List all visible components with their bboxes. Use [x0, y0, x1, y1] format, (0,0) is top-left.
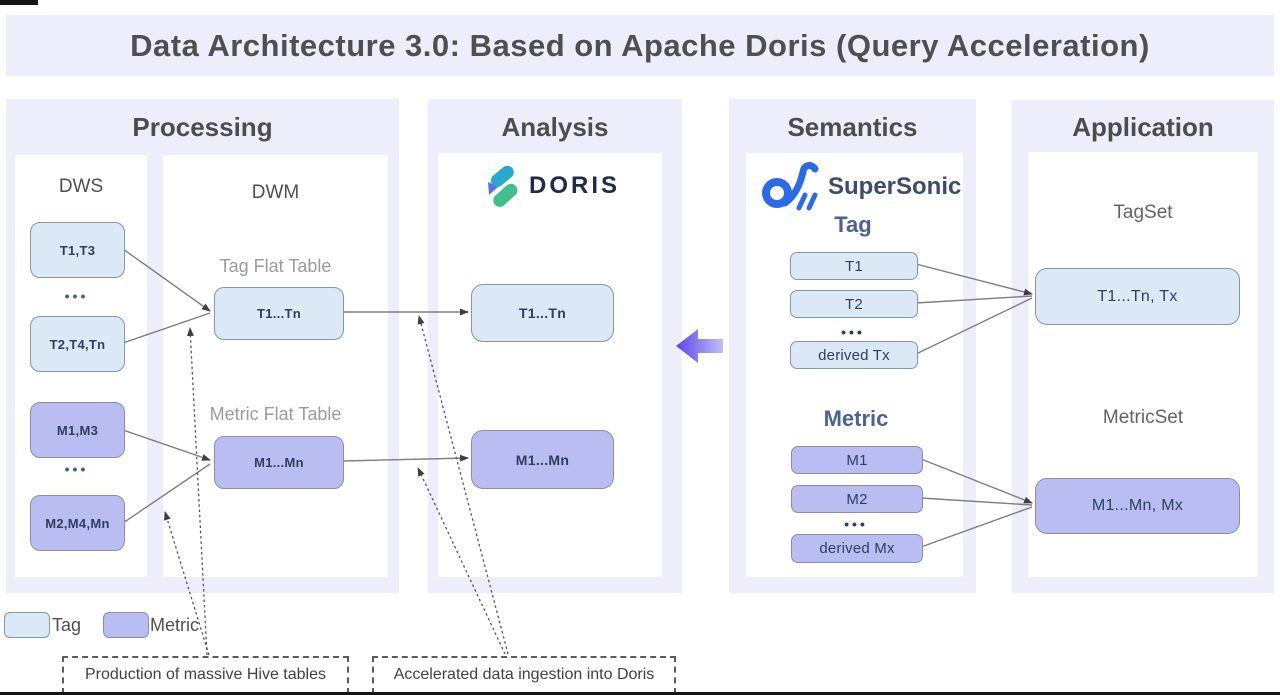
- legend-tag-label: Tag: [52, 615, 82, 635]
- semantics-tag-item-1: T1: [790, 252, 918, 280]
- semantics-tag-item-2: T2: [790, 290, 918, 318]
- dws-tag-box-1: T1,T3: [30, 222, 125, 278]
- tag-flat-table-label: Tag Flat Table: [219, 256, 332, 276]
- hive-note-arrow-to-tag-junction: [186, 327, 208, 656]
- tagset-label: TagSet: [1113, 202, 1173, 223]
- semantics-tag-label: Tag: [834, 212, 872, 237]
- semantics-metric-ellipsis: •••: [844, 516, 868, 532]
- t1-to-tagset-line: [915, 263, 1033, 296]
- application-header: Application: [1072, 112, 1214, 142]
- dws-t1-to-tagflat-line: [122, 248, 211, 312]
- top-left-edge-mark: [0, 0, 38, 5]
- semantics-tag-ellipsis: •••: [841, 324, 865, 340]
- page-title: Data Architecture 3.0: Based on Apache D…: [6, 15, 1274, 76]
- derivedmx-to-metricset-line: [920, 506, 1033, 548]
- hive-note-arrow-to-metric-junction: [164, 511, 210, 656]
- hive-note-box: Production of massive Hive tables: [62, 656, 349, 694]
- analysis-header: Analysis: [501, 112, 609, 142]
- analysis-tag-box: T1...Tn: [471, 284, 614, 342]
- semantics-header: Semantics: [787, 112, 918, 142]
- dashed-annotation-arrows: [164, 315, 509, 656]
- dwm-subpanel: [163, 155, 388, 577]
- flow-arrow-left-icon: [676, 329, 723, 363]
- semantics-metric-item-1: M1: [791, 446, 923, 474]
- metric-flat-table-box: M1...Mn: [214, 436, 344, 489]
- dws-metric-ellipsis: •••: [64, 461, 89, 477]
- semantics-tag-derived-box: derived Tx: [790, 341, 918, 369]
- bottom-edge-line: [0, 692, 1280, 695]
- dws-metric-box-1: M1,M3: [30, 402, 125, 458]
- dws-t2-to-tagflat-line: [122, 312, 211, 344]
- solid-connectors: [122, 248, 1033, 548]
- t2-to-tagset-line: [915, 295, 1033, 304]
- dws-tag-ellipsis: •••: [64, 288, 89, 304]
- tagset-box: T1...Tn, Tx: [1035, 268, 1240, 325]
- legend-tag-swatch: [4, 612, 50, 638]
- dwm-label: DWM: [251, 182, 300, 203]
- doris-logo-icon: [488, 165, 518, 207]
- metricset-label: MetricSet: [1102, 407, 1184, 428]
- semantics-metric-label: Metric: [823, 406, 889, 431]
- dws-tag-box-2: T2,T4,Tn: [30, 316, 125, 372]
- metricset-box: M1...Mn, Mx: [1035, 478, 1240, 534]
- legend-metric-label: Metric: [150, 615, 199, 635]
- dws-label: DWS: [58, 176, 104, 197]
- doris-logo-text: DORIS: [529, 172, 621, 199]
- semantics-metric-derived-box: derived Mx: [791, 534, 923, 563]
- tag-flat-table-box: T1...Tn: [214, 287, 344, 340]
- dws-m1-to-metricflat-line: [122, 429, 211, 461]
- m2-to-metricset-line: [920, 497, 1033, 506]
- doris-note-box: Accelerated data ingestion into Doris: [372, 656, 676, 694]
- supersonic-logo-icon: [762, 161, 819, 211]
- metricflat-to-doris-line: [341, 454, 469, 462]
- dws-metric-box-2: M2,M4,Mn: [30, 495, 125, 551]
- semantics-metric-item-2: M2: [791, 485, 923, 513]
- analysis-metric-box: M1...Mn: [471, 430, 614, 489]
- legend-metric-swatch: [103, 612, 149, 638]
- analysis-subpanel: [438, 153, 662, 577]
- metric-flat-table-label: Metric Flat Table: [209, 404, 342, 424]
- derivedtx-to-tagset-line: [915, 297, 1033, 355]
- supersonic-logo-text: SuperSonic: [828, 173, 962, 200]
- doris-note-arrow-to-metric-line: [417, 467, 506, 655]
- m1-to-metricset-line: [920, 458, 1033, 504]
- dws-m2-to-metricflat-line: [122, 463, 211, 524]
- processing-header: Processing: [132, 112, 273, 142]
